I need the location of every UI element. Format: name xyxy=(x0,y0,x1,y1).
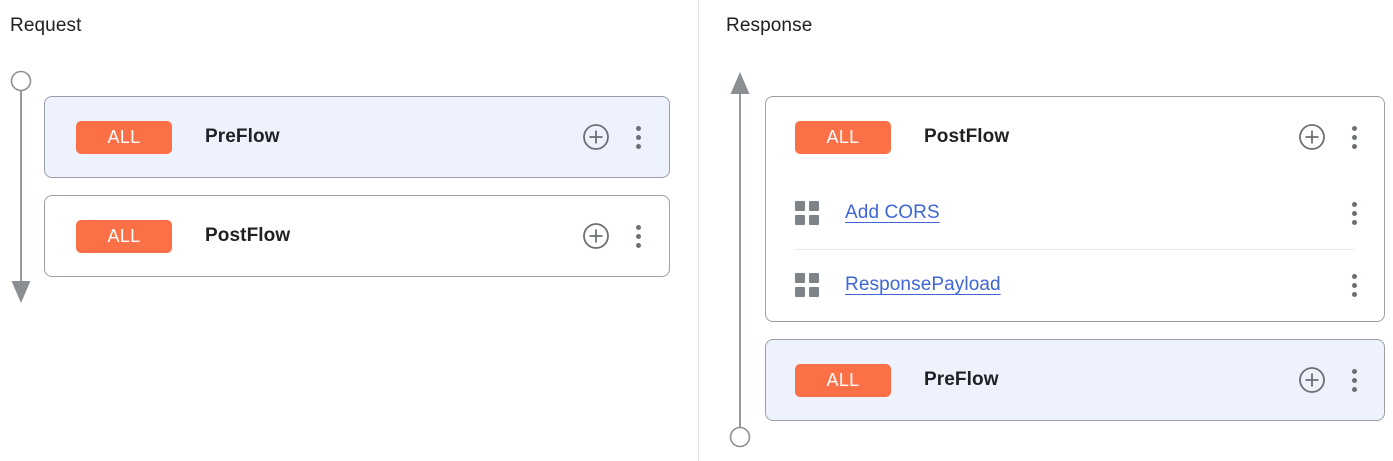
flow-card-postflow[interactable]: ALL PostFlow xyxy=(765,96,1385,322)
add-policy-button[interactable] xyxy=(1297,122,1327,152)
flow-menu-button[interactable] xyxy=(625,122,651,152)
flow-name-label: PreFlow xyxy=(924,369,999,390)
response-panel-title: Response xyxy=(726,15,813,36)
policy-link[interactable]: ResponsePayload xyxy=(845,274,1001,295)
flow-menu-button[interactable] xyxy=(625,221,651,251)
flow-card-header[interactable]: ALL PreFlow xyxy=(45,97,669,177)
policy-link[interactable]: Add CORS xyxy=(845,202,940,223)
add-policy-button[interactable] xyxy=(1297,365,1327,395)
policy-row[interactable]: Add CORS xyxy=(766,177,1384,249)
plus-circle-icon xyxy=(1299,367,1325,393)
more-vert-icon xyxy=(1351,273,1357,297)
policy-grid-icon xyxy=(795,273,819,297)
method-badge: ALL xyxy=(795,363,891,397)
request-panel: Request ALL PreFlow xyxy=(8,0,699,461)
method-badge: ALL xyxy=(76,219,172,253)
flow-end-arrow-icon xyxy=(11,281,31,303)
flow-card-postflow[interactable]: ALL PostFlow xyxy=(44,195,670,277)
flow-end-circle-icon xyxy=(729,426,751,448)
more-vert-icon xyxy=(635,125,641,149)
flow-name-label: PostFlow xyxy=(924,126,1010,147)
flow-name-label: PreFlow xyxy=(205,126,280,147)
flow-card-preflow[interactable]: ALL PreFlow xyxy=(765,339,1385,421)
response-flow-list: ALL PostFlow xyxy=(765,96,1385,421)
flow-card-header[interactable]: ALL PostFlow xyxy=(766,97,1384,177)
policy-menu-button[interactable] xyxy=(1341,198,1367,228)
flow-start-arrow-icon xyxy=(730,72,750,94)
request-flow-list: ALL PreFlow xyxy=(44,96,670,277)
more-vert-icon xyxy=(635,224,641,248)
flow-menu-button[interactable] xyxy=(1341,365,1367,395)
add-policy-button[interactable] xyxy=(581,221,611,251)
add-policy-button[interactable] xyxy=(581,122,611,152)
flow-name-label: PostFlow xyxy=(205,225,291,246)
flow-card-header[interactable]: ALL PostFlow xyxy=(45,196,669,276)
policy-grid-icon xyxy=(795,201,819,225)
flow-menu-button[interactable] xyxy=(1341,122,1367,152)
plus-circle-icon xyxy=(1299,124,1325,150)
method-badge: ALL xyxy=(795,120,891,154)
policy-menu-button[interactable] xyxy=(1341,270,1367,300)
flow-start-circle-icon xyxy=(10,70,32,92)
request-panel-title: Request xyxy=(10,15,82,36)
plus-circle-icon xyxy=(583,223,609,249)
flow-card-header[interactable]: ALL PreFlow xyxy=(766,340,1384,420)
more-vert-icon xyxy=(1351,368,1357,392)
more-vert-icon xyxy=(1351,125,1357,149)
request-flow-rail xyxy=(8,70,34,305)
method-badge: ALL xyxy=(76,120,172,154)
plus-circle-icon xyxy=(583,124,609,150)
policy-row[interactable]: ResponsePayload xyxy=(766,249,1384,321)
response-panel: Response xyxy=(699,0,1393,461)
response-flow-rail xyxy=(727,70,753,448)
more-vert-icon xyxy=(1351,201,1357,225)
flow-card-preflow[interactable]: ALL PreFlow xyxy=(44,96,670,178)
